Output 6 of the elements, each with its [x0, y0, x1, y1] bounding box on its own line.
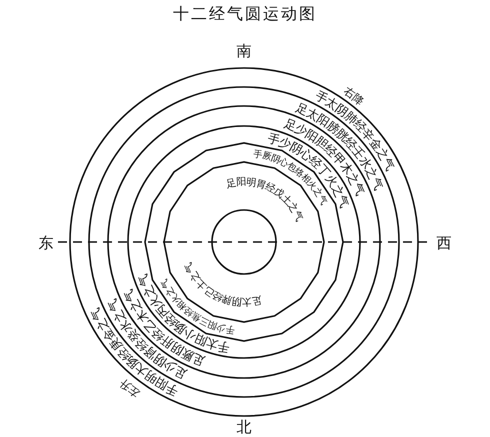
direction-label: 北: [236, 418, 252, 436]
direction-label: 东: [38, 234, 54, 252]
direction-label: 南: [236, 42, 252, 60]
direction-label: 西: [436, 234, 452, 252]
diagram-title: 十二经气圆运动图: [172, 4, 318, 25]
annotation-text: 左升: [116, 376, 142, 400]
